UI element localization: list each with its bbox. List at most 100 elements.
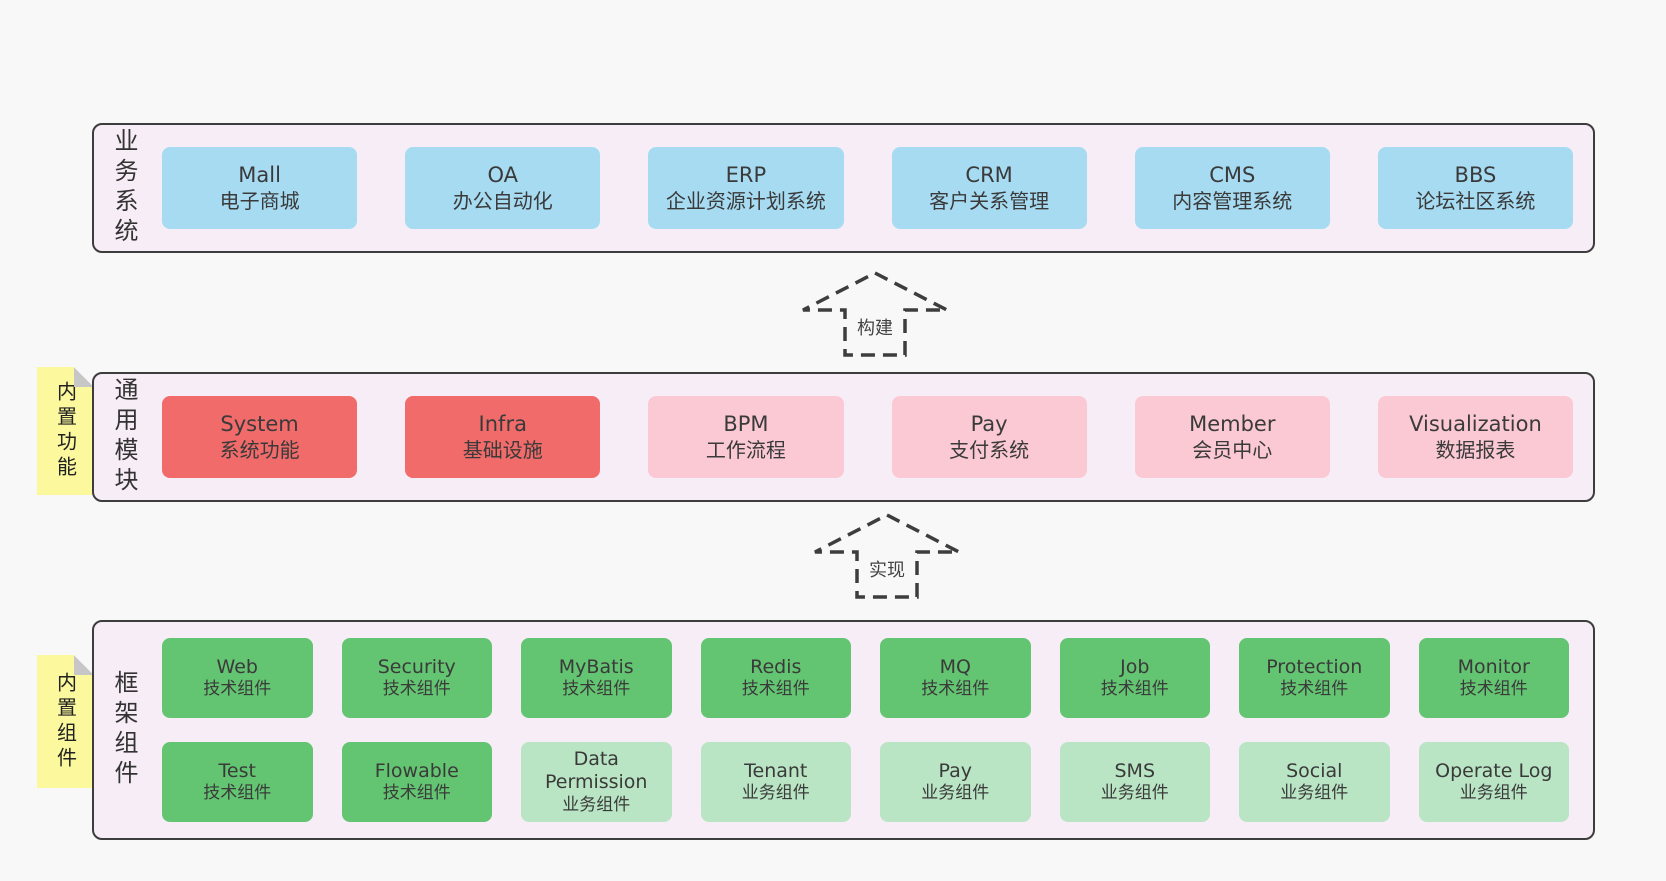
box-title: Pay	[970, 412, 1008, 437]
framework-component-box: Web 技术组件	[162, 638, 313, 718]
box-subtitle: 客户关系管理	[929, 188, 1050, 213]
box-subtitle: 技术组件	[1100, 679, 1169, 700]
box-title: SMS	[1114, 759, 1155, 782]
box-subtitle: 技术组件	[1459, 679, 1528, 700]
common-module-box: BPM 工作流程	[648, 396, 844, 478]
box-subtitle: 电子商城	[219, 188, 300, 213]
box-title: Monitor	[1457, 655, 1530, 678]
box-subtitle: 内容管理系统	[1172, 188, 1293, 213]
framework-component-box: Security 技术组件	[341, 638, 492, 718]
build-arrow: 构建	[800, 270, 950, 358]
framework-component-box: Job 技术组件	[1059, 638, 1210, 718]
box-subtitle: 支付系统	[949, 437, 1030, 462]
box-subtitle: 业务组件	[1280, 783, 1349, 804]
box-title: Flowable	[374, 759, 459, 782]
business-system-box: BBS 论坛社区系统	[1377, 147, 1574, 229]
box-title: BBS	[1454, 163, 1497, 188]
box-subtitle: 技术组件	[203, 679, 272, 700]
common-modules-panel: 通用模块 System 系统功能 Infra 基础设施 BPM 工作流程	[92, 372, 1595, 502]
box-subtitle: 系统功能	[219, 437, 300, 462]
box-subtitle: 技术组件	[382, 783, 451, 804]
box-subtitle: 业务组件	[562, 795, 631, 816]
framework-components-panel: 框架组件 Web 技术组件 Security 技术组件 MyBatis	[92, 620, 1595, 840]
framework-component-box: Test 技术组件	[162, 742, 313, 822]
box-title: Pay	[938, 759, 973, 782]
common-module-box: Infra 基础设施	[405, 396, 601, 478]
framework-row-1: Web 技术组件 Security 技术组件 MyBatis 技术组件	[162, 638, 1569, 718]
box-title: Operate Log	[1435, 759, 1553, 782]
box-title: Job	[1120, 655, 1150, 678]
business-systems-side-label: 业务系统	[110, 128, 138, 248]
framework-components-rows: Web 技术组件 Security 技术组件 MyBatis 技术组件	[136, 622, 1593, 838]
common-modules-row: System 系统功能 Infra 基础设施 BPM 工作流程 Pay 支付系统	[136, 374, 1593, 500]
sticky-fold-icon	[74, 655, 94, 675]
framework-component-box: MQ 技术组件	[880, 638, 1031, 718]
box-title: MyBatis	[558, 655, 634, 678]
box-subtitle: 技术组件	[382, 679, 451, 700]
business-system-box: OA 办公自动化	[405, 147, 601, 229]
framework-component-box: Pay 业务组件	[880, 742, 1031, 822]
box-title: CRM	[965, 163, 1013, 188]
box-subtitle: 技术组件	[921, 679, 990, 700]
box-subtitle: 数据报表	[1435, 437, 1516, 462]
framework-component-box: Redis 技术组件	[700, 638, 851, 718]
box-title: OA	[487, 163, 519, 188]
box-subtitle: 办公自动化	[452, 188, 553, 213]
common-module-box: Visualization 数据报表	[1377, 396, 1574, 478]
box-subtitle: 工作流程	[705, 437, 786, 462]
box-subtitle: 技术组件	[203, 783, 272, 804]
box-title: Infra	[478, 412, 527, 437]
box-title: MQ	[939, 655, 971, 678]
framework-component-box: SMS 业务组件	[1059, 742, 1210, 822]
box-title: System	[220, 412, 299, 437]
builtin-components-sticky: 内置组件	[37, 655, 94, 788]
builtin-features-sticky: 内置功能	[37, 367, 94, 495]
box-title: ERP	[725, 163, 767, 188]
framework-components-side-label: 框架组件	[110, 670, 138, 790]
box-subtitle: 技术组件	[741, 679, 810, 700]
box-subtitle: 论坛社区系统	[1415, 188, 1536, 213]
box-title: Security	[377, 655, 456, 678]
business-systems-panel: 业务系统 Mall 电子商城 OA 办公自动化 ERP 企业资源计划系统	[92, 123, 1595, 253]
implement-arrow: 实现	[812, 512, 962, 600]
box-title: Redis	[750, 655, 802, 678]
framework-component-box: Operate Log 业务组件	[1418, 742, 1569, 822]
sticky-fold-icon	[74, 367, 94, 387]
common-modules-side-label: 通用模块	[110, 377, 138, 497]
box-title: CMS	[1209, 163, 1256, 188]
box-title: Web	[216, 655, 258, 678]
common-module-box: Member 会员中心	[1134, 396, 1330, 478]
framework-component-box: Monitor 技术组件	[1418, 638, 1569, 718]
box-subtitle: 业务组件	[1459, 783, 1528, 804]
business-system-box: Mall 电子商城	[162, 147, 358, 229]
common-module-box: System 系统功能	[162, 396, 358, 478]
business-system-box: CRM 客户关系管理	[891, 147, 1087, 229]
builtin-components-sticky-label: 内置组件	[53, 671, 78, 772]
box-subtitle: 基础设施	[462, 437, 543, 462]
box-title: Mall	[238, 163, 281, 188]
build-arrow-label: 构建	[854, 314, 896, 340]
framework-component-box: Protection 技术组件	[1239, 638, 1390, 718]
box-title: Social	[1286, 759, 1343, 782]
framework-component-box: Flowable 技术组件	[341, 742, 492, 822]
box-subtitle: 业务组件	[741, 783, 810, 804]
box-title: Visualization	[1409, 412, 1542, 437]
box-title: Protection	[1266, 655, 1363, 678]
business-system-box: ERP 企业资源计划系统	[648, 147, 844, 229]
box-title: Test	[218, 759, 256, 782]
framework-component-box: Tenant 业务组件	[700, 742, 851, 822]
box-title: BPM	[723, 412, 769, 437]
business-systems-row: Mall 电子商城 OA 办公自动化 ERP 企业资源计划系统 CRM 客户关系…	[136, 125, 1593, 251]
framework-component-box: Social 业务组件	[1239, 742, 1390, 822]
box-subtitle: 技术组件	[1280, 679, 1349, 700]
builtin-features-sticky-label: 内置功能	[53, 381, 78, 481]
box-subtitle: 会员中心	[1192, 437, 1273, 462]
business-system-box: CMS 内容管理系统	[1134, 147, 1330, 229]
box-subtitle: 企业资源计划系统	[665, 188, 826, 213]
framework-component-box: MyBatis 技术组件	[521, 638, 672, 718]
implement-arrow-label: 实现	[866, 556, 908, 582]
box-subtitle: 技术组件	[562, 679, 631, 700]
common-module-box: Pay 支付系统	[891, 396, 1087, 478]
box-title: Member	[1189, 412, 1276, 437]
